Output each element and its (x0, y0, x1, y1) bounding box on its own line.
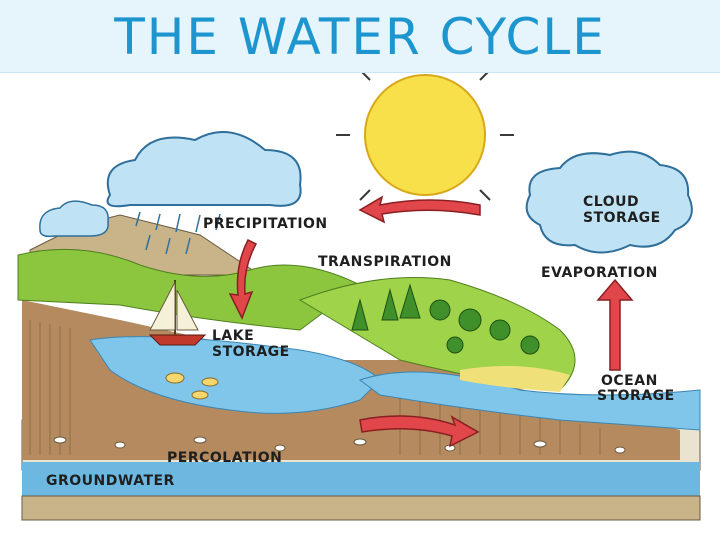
label-evaporation: EVAPORATION (541, 265, 658, 281)
label-lake-storage: STORAGE (212, 344, 290, 360)
bottom-soil (22, 496, 700, 520)
label-cloud: CLOUD (583, 194, 639, 210)
page-title: THE WATER CYCLE (0, 4, 720, 70)
label-groundwater: GROUNDWATER (46, 473, 175, 489)
label-lake: LAKE (212, 328, 254, 344)
arrow-evaporation (598, 280, 632, 370)
label-percolation: PERCOLATION (167, 450, 282, 466)
label-ocean-storage: STORAGE (597, 388, 675, 404)
title-bar: THE WATER CYCLE (0, 0, 720, 73)
small-cloud (40, 201, 108, 236)
arrow-sun-to-cloud (360, 197, 480, 222)
label-ocean: OCEAN (601, 373, 658, 389)
label-precipitation: PRECIPITATION (203, 216, 328, 232)
label-cloud-storage: STORAGE (583, 210, 661, 226)
label-transpiration: TRANSPIRATION (318, 254, 452, 270)
